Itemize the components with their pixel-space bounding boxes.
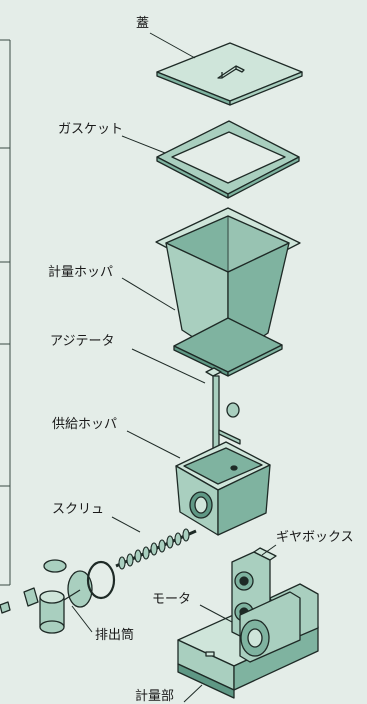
gearbox-leader	[261, 544, 277, 556]
lid-part	[156, 42, 303, 106]
agitator-part	[205, 367, 241, 457]
weighing-unit-label: 計量部	[135, 689, 175, 704]
feed-hopper-part	[175, 441, 271, 536]
left-frame	[0, 39, 11, 586]
lid-leader	[149, 32, 196, 59]
motor-part	[239, 591, 301, 663]
gasket-part	[156, 120, 300, 199]
motor-leader	[199, 604, 233, 623]
agitator-label: アジテータ	[50, 334, 115, 349]
discharge-tube-part	[0, 559, 116, 634]
motor-label: モータ	[152, 592, 192, 607]
weighing-hopper-part	[155, 207, 301, 377]
weighing-hopper-label: 計量ホッパ	[48, 265, 114, 280]
discharge-tube-label: 排出筒	[95, 628, 135, 643]
discharge-tube-leader	[71, 605, 93, 633]
screw-leader	[111, 516, 141, 533]
gasket-leader	[121, 135, 166, 154]
agitator-leader	[131, 348, 206, 384]
gearbox-label: ギヤボックス	[276, 530, 354, 545]
weighing-hopper-leader	[121, 277, 176, 311]
feed-hopper-leader	[126, 430, 181, 459]
feed-hopper-label: 供給ホッパ	[52, 417, 118, 432]
weighing-unit-leader	[183, 684, 203, 703]
screw-label: スクリュ	[52, 502, 105, 517]
lid-label: 蓋	[136, 16, 150, 31]
gasket-label: ガスケット	[58, 122, 124, 137]
screw-part	[115, 528, 197, 570]
